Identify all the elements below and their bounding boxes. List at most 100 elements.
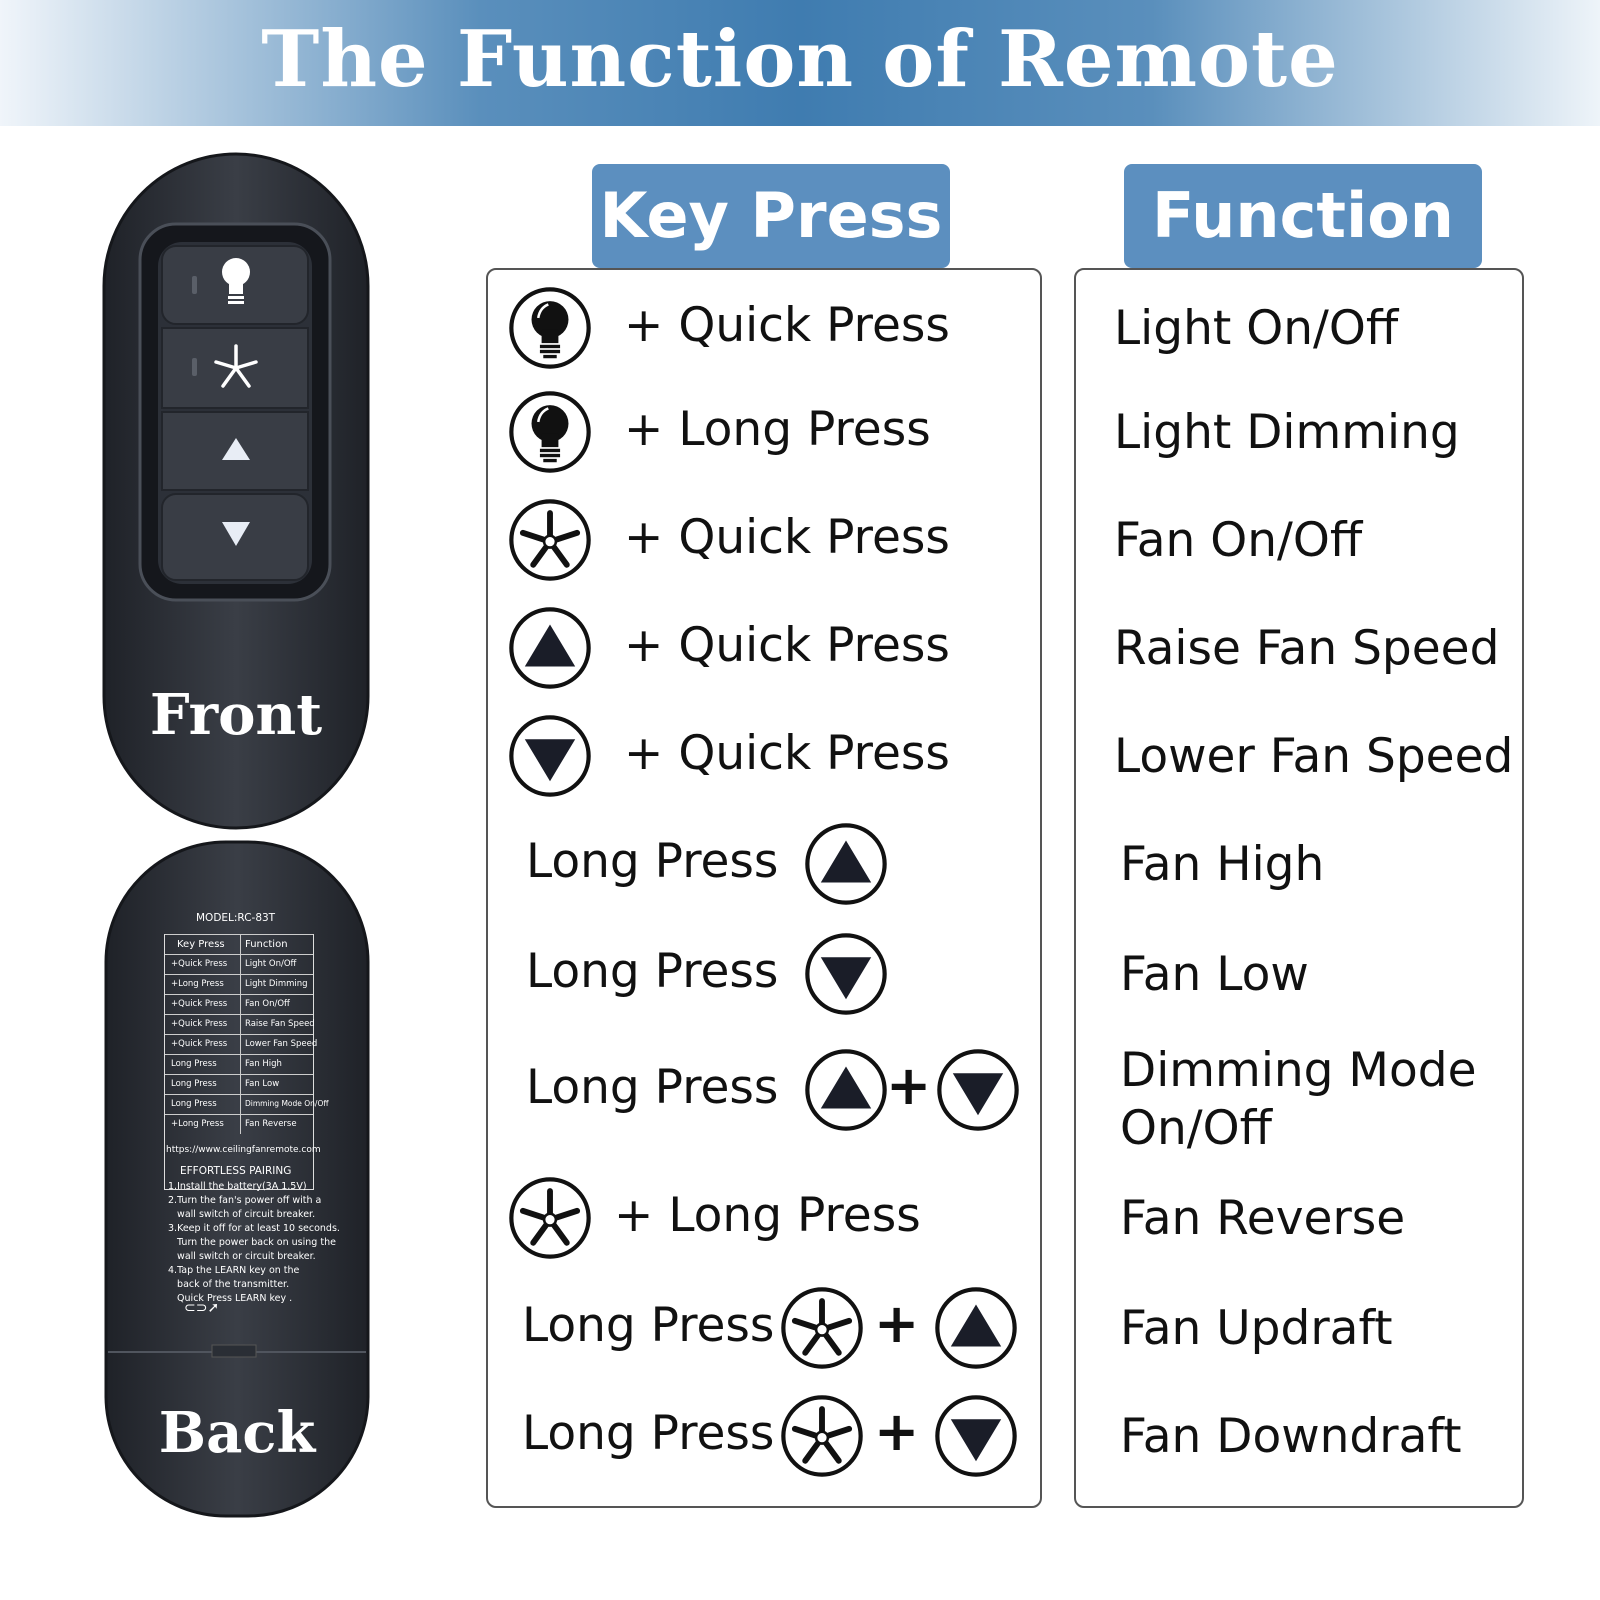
key-press-text: Long Press [526, 1060, 779, 1115]
key-press-text: Long Press [526, 944, 779, 999]
sticker-function-cell: Light Dimming [245, 979, 308, 989]
function-text: Light On/Off [1114, 301, 1399, 356]
function-panel [1074, 268, 1524, 1508]
pairing-line: Turn the power back on using the [168, 1237, 336, 1248]
sticker-function-cell: Lower Fan Speed [245, 1039, 318, 1049]
fan-icon [509, 1177, 591, 1259]
key-press-text: Long Press [522, 1406, 775, 1461]
bulb-icon [509, 391, 591, 473]
function-text: Fan Low [1120, 947, 1309, 1002]
sticker-table-row: +Quick Press Fan On/Off [165, 994, 313, 1014]
pairing-line: 2.Turn the fan's power off with a [168, 1195, 322, 1206]
sticker-function-cell: Fan High [245, 1059, 282, 1069]
key-press-text: + Long Press [624, 402, 931, 457]
function-text-line: Dimming Mode [1120, 1043, 1477, 1098]
up-icon-wrap [804, 822, 888, 910]
sticker-key-cell: +Long Press [171, 1119, 224, 1129]
sticker-function-cell: Dimming Mode On/Off [245, 1099, 329, 1108]
key-press-text: Long Press [522, 1298, 775, 1353]
down-icon-wrap [934, 1394, 1018, 1482]
up-icon-wrap [804, 1048, 888, 1136]
plus-sign: + [886, 1054, 932, 1117]
sticker-key-cell: +Quick Press [171, 999, 228, 1009]
function-text-line: On/Off [1120, 1101, 1272, 1156]
sticker-key-cell: Long Press [171, 1079, 217, 1089]
plus-sign: + [874, 1292, 920, 1355]
sticker-key-cell: +Quick Press [171, 1039, 228, 1049]
remote-front-image [102, 152, 370, 830]
remote-back: Back [102, 840, 372, 1520]
remote-front: Front [100, 152, 372, 832]
fan-icon [781, 1395, 863, 1477]
sticker-table-row: +Quick Press Raise Fan Speed [165, 1014, 315, 1034]
sticker-key-cell: +Long Press [171, 979, 224, 989]
sticker-function-cell: Fan On/Off [245, 999, 290, 1009]
pairing-line: 3.Keep it off for at least 10 seconds. [168, 1223, 340, 1234]
down-icon [935, 1395, 1017, 1477]
function-text: Fan Downdraft [1120, 1409, 1462, 1464]
function-text: Light Dimming [1114, 405, 1460, 460]
pairing-line: 4.Tap the LEARN key on the [168, 1265, 300, 1276]
sticker-table-row: +Long Press Fan Reverse [165, 1114, 313, 1134]
pairing-title: EFFORTLESS PAIRING [180, 1165, 292, 1177]
up-icon-wrap [508, 606, 592, 694]
pairing-line: Quick Press LEARN key . [168, 1293, 293, 1304]
back-label: Back [158, 1400, 316, 1466]
function-text: Lower Fan Speed [1114, 729, 1514, 784]
sticker-table-row: +Quick Press Lower Fan Speed [165, 1034, 317, 1054]
page-title: The Function of Remote [261, 14, 1339, 105]
down-icon-wrap [508, 714, 592, 802]
up-icon [805, 823, 887, 905]
bulb-icon-wrap [508, 286, 592, 374]
sticker-function-cell: Light On/Off [245, 959, 297, 969]
function-text: Raise Fan Speed [1114, 621, 1500, 676]
sticker-table-row: Long Press Dimming Mode On/Off [165, 1094, 329, 1114]
sticker-key-cell: Long Press [171, 1099, 217, 1109]
function-text: Fan On/Off [1114, 513, 1363, 568]
sticker-table-row: Long Press Fan High [165, 1054, 313, 1074]
up-icon [935, 1287, 1017, 1369]
fan-icon [781, 1287, 863, 1369]
key-press-text: + Quick Press [624, 298, 950, 353]
key-press-text: + Long Press [614, 1188, 921, 1243]
sticker-function-cell: Raise Fan Speed [245, 1019, 315, 1029]
sticker-key-cell: Long Press [171, 1059, 217, 1069]
pairing-line: wall switch of circuit breaker. [168, 1209, 316, 1220]
up-icon [805, 1049, 887, 1131]
plus-sign: + [874, 1400, 920, 1463]
bulb-icon-wrap [508, 390, 592, 478]
up-icon-wrap [934, 1286, 1018, 1374]
learn-key-icon: ⊂⊃➚ [184, 1300, 220, 1316]
function-text: Fan High [1120, 837, 1325, 892]
function-header: Function [1124, 164, 1482, 268]
sticker-key-cell: +Quick Press [171, 1019, 228, 1029]
fan-icon-wrap [780, 1394, 864, 1482]
pairing-line: back of the transmitter. [168, 1279, 290, 1290]
remote-back-image [104, 840, 370, 1518]
fan-icon-wrap [508, 498, 592, 586]
sticker-table-row: Long Press Fan Low [165, 1074, 313, 1094]
down-icon [805, 933, 887, 1015]
sticker-header-cell: Key Press [177, 939, 225, 950]
sticker-model: MODEL:RC-83T [196, 912, 276, 924]
front-label: Front [149, 682, 323, 748]
key-press-text: + Quick Press [624, 510, 950, 565]
fan-icon [509, 499, 591, 581]
bulb-icon [509, 287, 591, 369]
sticker-url: https://www.ceilingfanremote.com [166, 1145, 321, 1155]
pairing-line: wall switch or circuit breaker. [168, 1251, 316, 1262]
key-press-text: Long Press [526, 834, 779, 889]
down-icon [937, 1049, 1019, 1131]
key-press-text: + Quick Press [624, 618, 950, 673]
down-icon [509, 715, 591, 797]
key-press-header: Key Press [592, 164, 950, 268]
function-text: Fan Updraft [1120, 1301, 1393, 1356]
sticker-header-cell: Function [245, 939, 288, 950]
fan-icon-wrap [508, 1176, 592, 1264]
sticker-table-row: +Long Press Light Dimming [165, 974, 313, 994]
function-text: Fan Reverse [1120, 1191, 1406, 1246]
sticker-function-cell: Fan Reverse [245, 1119, 297, 1129]
fan-icon-wrap [780, 1286, 864, 1374]
sticker-function-cell: Fan Low [245, 1079, 280, 1089]
